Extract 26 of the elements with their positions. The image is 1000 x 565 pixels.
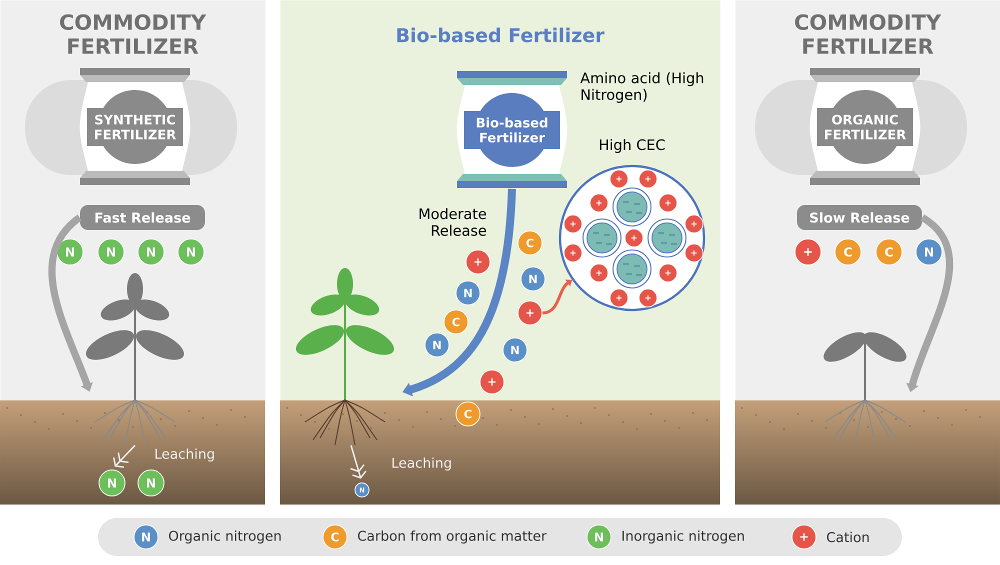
legend-text: Inorganic nitrogen <box>622 530 744 544</box>
panel-title: COMMODITY FERTILIZER <box>60 14 206 54</box>
clay-particle <box>612 249 652 289</box>
side-note: Amino acid (High Nitrogen) <box>580 72 704 103</box>
release-band: Fast Release <box>80 205 205 230</box>
legend-text: Cation <box>826 532 869 542</box>
panel-title: Bio-based Fertilizer <box>397 28 604 42</box>
clay-particle <box>647 218 687 258</box>
release-band: Slow Release <box>797 205 922 230</box>
fertilizer-bag: Bio-based Fertilizer <box>456 71 568 188</box>
clay-particle <box>612 187 652 227</box>
legend-text: Carbon from organic matter <box>358 530 547 544</box>
clay-particle <box>582 218 622 258</box>
edge-label: Moderate Release <box>420 208 486 236</box>
plant-drawing <box>86 273 184 446</box>
panel-title: COMMODITY FERTILIZER <box>795 14 942 54</box>
plant-drawing <box>296 268 394 446</box>
plant-drawing <box>824 332 906 446</box>
legend-text: Organic nitrogen <box>168 530 281 544</box>
fertilizer-bag: SYNTHETIC FERTILIZER <box>25 68 237 185</box>
chevron-arrow <box>350 445 366 479</box>
leaching-label: Leaching <box>156 448 214 462</box>
fertilizer-bag: ORGANIC FERTILIZER <box>755 68 967 185</box>
leaching-label: Leaching <box>392 457 451 471</box>
circle-heading: High CEC <box>600 139 665 153</box>
chevron-arrow <box>113 444 136 468</box>
